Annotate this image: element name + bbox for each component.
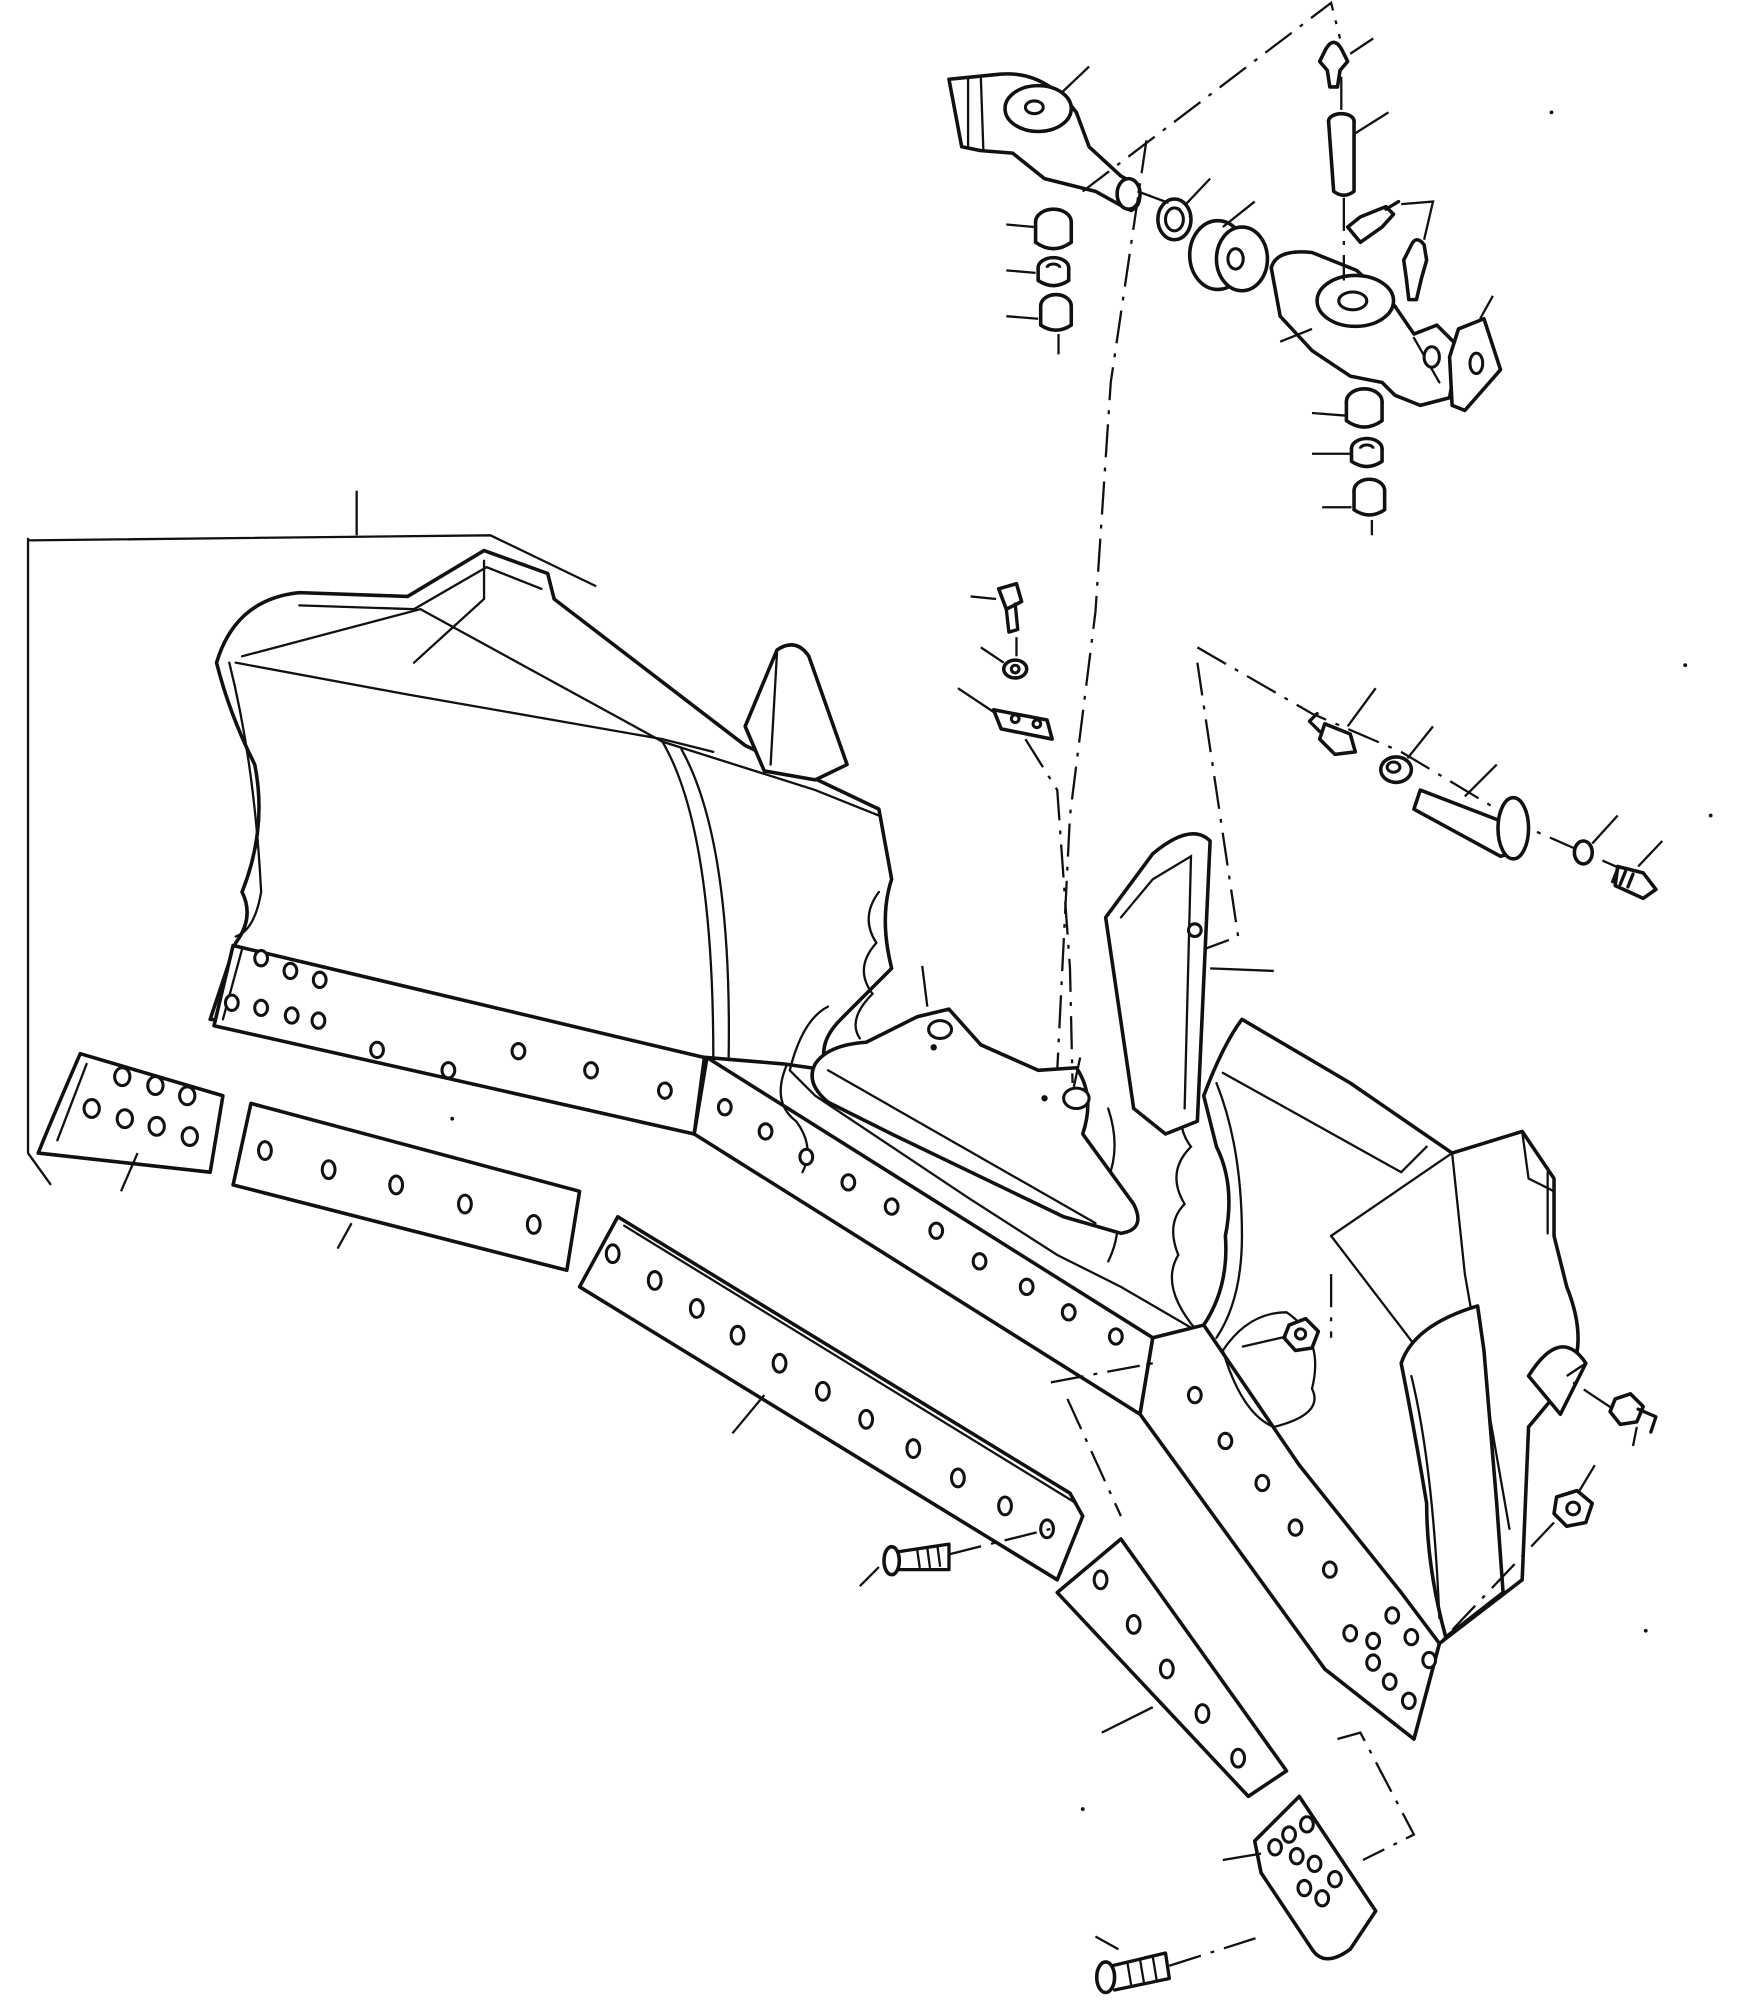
- thrust-washer: [1156, 177, 1211, 242]
- plow-bolt-bottom: [1094, 1935, 1262, 1995]
- spherical-bearing: [1187, 200, 1270, 293]
- right-wing-bolt-holes: [1186, 1385, 1438, 1710]
- right-cutting-edge: [1055, 1537, 1289, 1799]
- left-wing-bolt-holes: [223, 949, 673, 1100]
- bushing-stack-right: [1311, 387, 1387, 536]
- right-wing-nut: [1241, 1316, 1321, 1353]
- stray-specks: [450, 110, 1713, 1811]
- shim-plate: [1447, 295, 1503, 413]
- grease-fitting-right: [1566, 1362, 1658, 1447]
- trunnion-arm-right: [1269, 250, 1461, 408]
- pivot-pin-assembly: [1196, 646, 1664, 951]
- left-end-bit: [36, 1051, 225, 1192]
- vertical-gusset-plate: [1103, 832, 1274, 1136]
- bolt-washer-clip-stack: [957, 581, 1074, 1084]
- left-cutting-edge: [231, 1101, 582, 1273]
- trunnion-arm-left: [947, 65, 1142, 213]
- bushing-stack-left: [1006, 207, 1074, 355]
- left-blade-wing: [26, 490, 894, 1186]
- top-grease-fittings: [1317, 37, 1435, 302]
- plow-bolt-nut-right: [1438, 1464, 1596, 1645]
- assembly-centerlines: [1050, 0, 1416, 1862]
- center-pivot-bracket: [810, 965, 1140, 1236]
- plow-bolt-center: [858, 1527, 1052, 1587]
- right-end-bit: [1222, 1794, 1378, 1961]
- right-blade-wing: [1138, 1017, 1588, 1741]
